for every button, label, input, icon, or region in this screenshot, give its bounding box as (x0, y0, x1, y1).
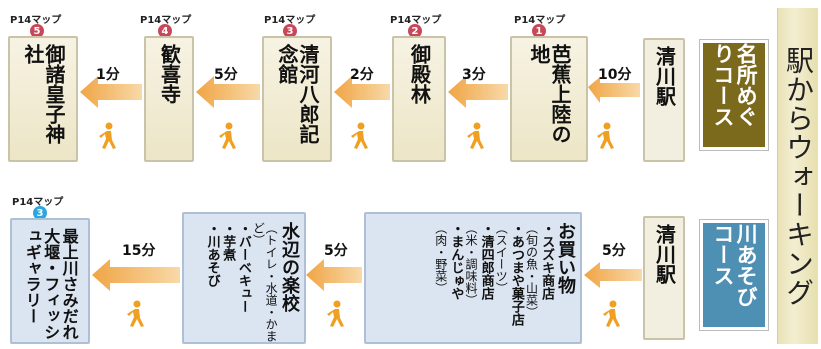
time-label: 3分 (462, 67, 486, 83)
time-label: 5分 (214, 67, 238, 83)
walking-person-icon (467, 122, 484, 149)
fish-gallery-box: 最上川さみだれ大堰・フィッシュギャラリー (10, 218, 90, 344)
map-ref-label: P14マップ (10, 15, 62, 26)
arrow-icon (334, 76, 390, 108)
stop-name: 歓喜寺 (157, 44, 182, 104)
stop-number-badge: 2 (408, 24, 422, 38)
arrow-icon (448, 76, 508, 108)
waterside-note: （トイレ・水道・かまど） (251, 222, 279, 342)
map-ref: P14マップ (514, 8, 565, 27)
map-ref: P14マップ (140, 8, 191, 27)
arrow-icon (92, 259, 180, 291)
map-ref-label: P14マップ (12, 197, 64, 208)
walking-person-icon (99, 122, 116, 149)
start-station-label: 清川駅 (652, 46, 677, 106)
shop-item-note: （肉・野菜） (433, 222, 448, 294)
stop-number-badge: 3 (33, 206, 47, 220)
map-ref: P14マップ (264, 8, 315, 27)
walking-person-icon (127, 300, 144, 327)
stop-name: 清河八郎記念館 (275, 44, 320, 144)
stop-box-basho: 芭蕉上陸の地 (510, 36, 588, 162)
stop-box-kankiji: 歓喜寺 (144, 36, 194, 162)
time-label: 5分 (602, 243, 626, 259)
activity-item: ・川あそび (204, 222, 220, 287)
time-label: 15分 (122, 243, 156, 259)
walking-person-icon (603, 300, 620, 327)
activity-item: ・バーベキュー (235, 222, 251, 313)
arrow-icon (306, 259, 362, 291)
time-label: 2分 (350, 67, 374, 83)
shopping-heading: お買い物 (555, 222, 576, 294)
shop-item: ・スズキ商店 (539, 222, 555, 300)
waterside-heading: 水辺の楽校 (279, 222, 300, 312)
stop-name: 芭蕉上陸の地 (527, 44, 572, 144)
stop-box-gotenbayashi: 御殿林 (392, 36, 446, 162)
shopping-box: お買い物 ・スズキ商店 （旬の魚・山菜） ・あつまや菓子店 （スイーツ） ・清四… (364, 212, 582, 344)
waterside-school-box: 水辺の楽校 （トイレ・水道・かまど） ・バーベキュー ・芋煮 ・川あそび (182, 212, 306, 344)
arrow-icon (196, 76, 260, 108)
start-station-box: 清川駅 (643, 216, 685, 340)
start-station-box: 清川駅 (643, 38, 685, 162)
shop-item-note: （旬の魚・山菜） (524, 222, 539, 318)
walking-person-icon (597, 122, 614, 149)
course-badge-kawaasobi: 川あそびコース (699, 219, 769, 331)
stop-box-mimoro-jinja: 御諸皇子神社 (8, 36, 78, 162)
stop-number-badge: 3 (283, 24, 297, 38)
walking-person-icon (219, 122, 236, 149)
map-ref-label: P14マップ (514, 15, 566, 26)
course-badge-label: 名所めぐりコース (711, 43, 759, 127)
walking-person-icon (327, 300, 344, 327)
arrow-icon (588, 77, 640, 103)
map-ref-label: P14マップ (390, 15, 442, 26)
stop-number-badge: 4 (158, 24, 172, 38)
shop-item: ・まんじゅや (448, 222, 464, 300)
shop-item-note: （スイーツ） (494, 222, 509, 294)
shop-item-note: （米・調味料） (464, 222, 478, 306)
map-ref-label: P14マップ (264, 15, 316, 26)
stop-name: 御諸皇子神社 (21, 44, 66, 144)
course-badge-meisho: 名所めぐりコース (699, 39, 769, 151)
time-label: 10分 (598, 67, 632, 83)
time-label: 5分 (324, 243, 348, 259)
walking-person-icon (351, 122, 368, 149)
shop-item: ・あつまや菓子店 (508, 222, 524, 326)
map-ref: P14マップ (12, 190, 63, 209)
activity-item: ・芋煮 (220, 222, 236, 261)
shop-item: ・清四郎商店 (478, 222, 494, 300)
map-ref-label: P14マップ (140, 15, 192, 26)
stop-number-badge: 5 (30, 24, 44, 38)
page-title: 駅からウォーキング (782, 45, 815, 307)
stop-name: 御殿林 (407, 44, 432, 104)
stop-number-badge: 1 (532, 24, 546, 38)
stop-box-kiyokawa-hachiro: 清河八郎記念館 (262, 36, 332, 162)
course-badge-label: 川あそびコース (711, 223, 759, 307)
map-ref: P14マップ (390, 8, 441, 27)
gallery-name: 最上川さみだれ大堰・フィッシュギャラリー (22, 228, 79, 340)
start-station-label: 清川駅 (652, 224, 677, 284)
time-label: 1分 (96, 67, 120, 83)
map-ref: P14マップ (10, 8, 61, 27)
arrow-icon (80, 76, 142, 108)
title-banner: 駅からウォーキング (777, 8, 818, 344)
arrow-icon (584, 262, 642, 288)
